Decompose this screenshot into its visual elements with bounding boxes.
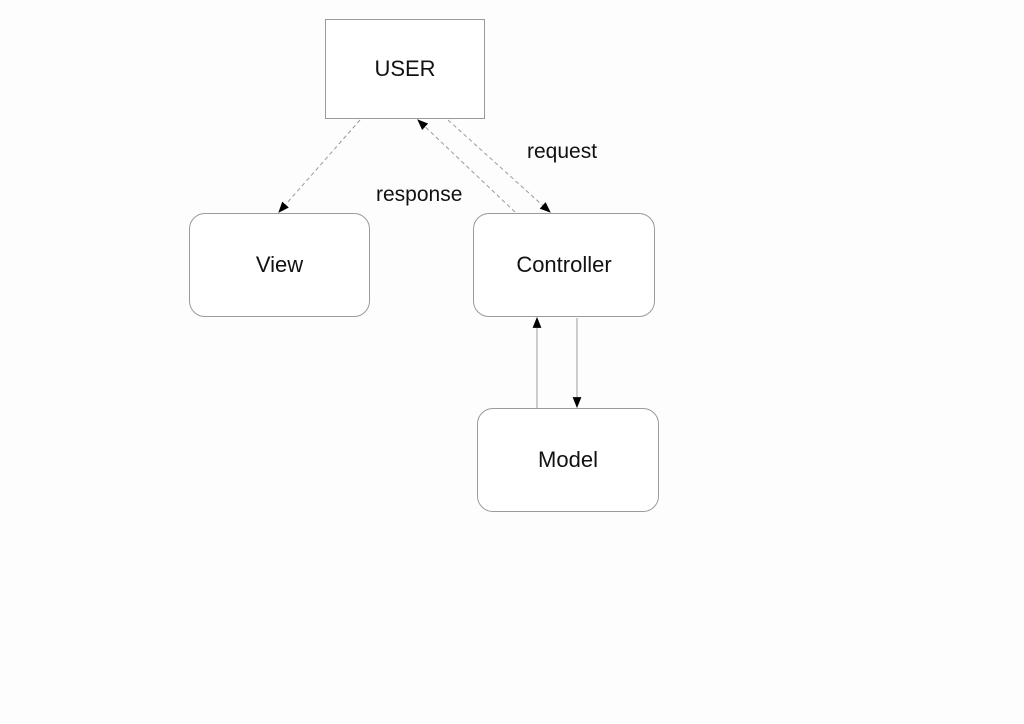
request-label: request <box>527 140 598 163</box>
user-node-label: USER <box>374 56 436 81</box>
edge-response <box>417 119 516 213</box>
controller-node-label: Controller <box>516 252 612 277</box>
model-node: Model <box>477 408 659 512</box>
model-node-label: Model <box>538 447 598 472</box>
response-label: response <box>376 183 463 206</box>
view-node: View <box>189 213 370 317</box>
edge-request <box>447 119 551 213</box>
edge-user-to-view <box>278 119 361 213</box>
view-node-label: View <box>255 252 304 277</box>
controller-node: Controller <box>473 213 655 317</box>
user-node: USER <box>325 19 485 119</box>
